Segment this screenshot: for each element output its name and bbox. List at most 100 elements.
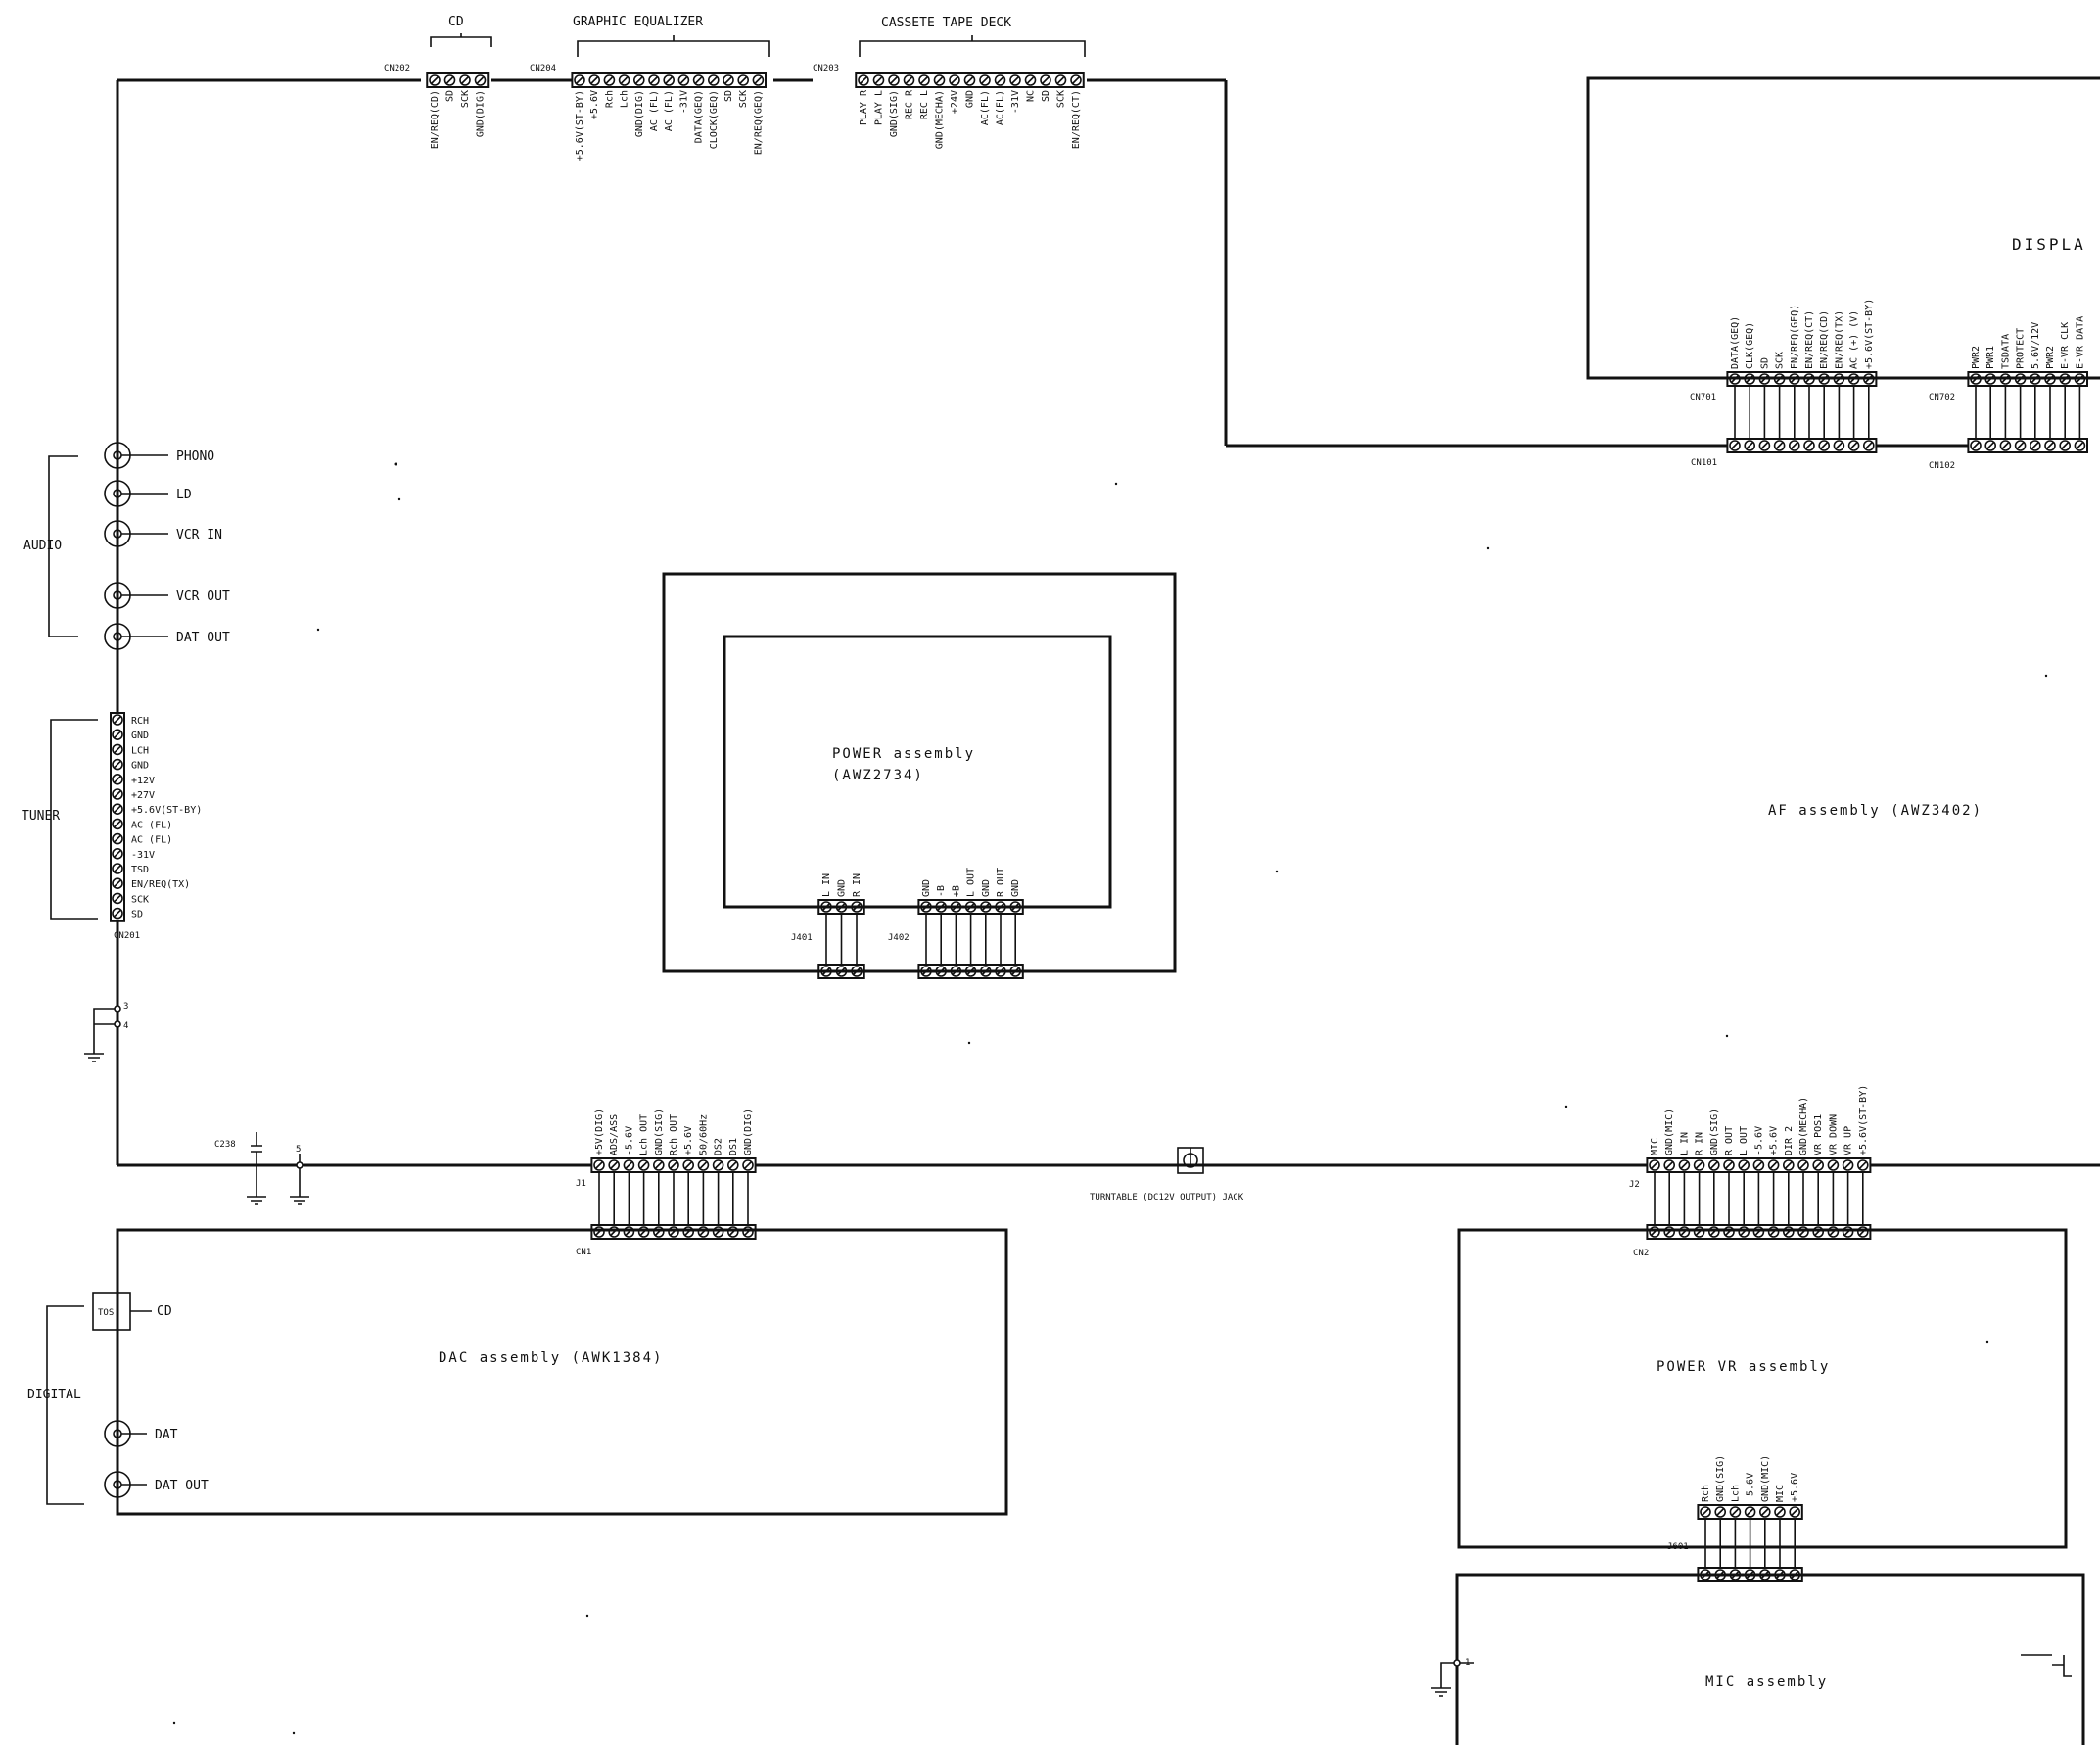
j2-pin-label: GND(MIC) xyxy=(1664,1108,1675,1155)
tos-module: TOS CD xyxy=(92,1292,172,1331)
cn101-label: CN101 xyxy=(1691,458,1717,468)
cn204-pin-label: CLOCK(GEQ) xyxy=(709,90,720,149)
audio-jack-label: VCR OUT xyxy=(176,590,230,604)
mic-assembly-box xyxy=(1455,1573,2085,1745)
cn204-pin-label: +5.6V xyxy=(589,90,600,119)
digital-jack-label: DAT OUT xyxy=(155,1479,209,1493)
cn201-pin-label: -31V xyxy=(131,850,155,861)
j2-pin-label: GND(MECHA) xyxy=(1798,1097,1809,1155)
j402-label: J402 xyxy=(888,933,910,943)
j2-label: J2 xyxy=(1629,1180,1640,1190)
graphic-equalizer-label: GRAPHIC EQUALIZER xyxy=(573,15,703,29)
audio-jack-label: LD xyxy=(176,488,192,502)
display-assembly-label: DISPLA xyxy=(2012,235,2086,254)
power-vr-assembly-label: POWER VR assembly xyxy=(1657,1359,1830,1375)
tos-label: TOS xyxy=(98,1308,114,1318)
cn201-pin-label: +12V xyxy=(131,776,155,786)
cn102-strip xyxy=(1967,438,2089,453)
cn203-pin-label: AC(FL) xyxy=(980,90,991,125)
display-assembly-box xyxy=(1586,76,2100,380)
cn203-pin-label: REC R xyxy=(905,89,915,119)
digital-jack-label: DAT xyxy=(155,1428,178,1442)
j2-pin-label: DIR 2 xyxy=(1784,1126,1795,1155)
digital-jacks: DAT DAT OUT xyxy=(104,1420,209,1498)
cn201-pin-label: +27V xyxy=(131,790,155,801)
connector-leads xyxy=(825,914,858,965)
digital-bracket xyxy=(46,1305,84,1505)
connector-leads xyxy=(1975,386,2081,439)
cn203-pin-label: EN/REQ(CT) xyxy=(1071,90,1082,149)
cn1-strip xyxy=(590,1224,757,1240)
j2-pin-label: VR POS1 xyxy=(1813,1114,1824,1155)
j601-pin-label: +5.6V xyxy=(1790,1473,1800,1502)
cn2-label: CN2 xyxy=(1633,1249,1649,1258)
j601-label: J601 xyxy=(1667,1542,1689,1552)
j2-pin-label: L IN xyxy=(1679,1132,1690,1155)
cn201-pin-label: EN/REQ(TX) xyxy=(131,879,190,890)
cn201-pin-label: AC (FL) xyxy=(131,835,172,846)
cn701-pin-label: AC (+) (V) xyxy=(1849,310,1860,369)
audio-jack-label: DAT OUT xyxy=(176,631,230,645)
cn204-pin-label: DATA(GEQ) xyxy=(694,90,705,143)
cn1-label: CN1 xyxy=(576,1248,591,1257)
j1-pin-label: DS2 xyxy=(714,1138,724,1155)
cn202-pin-label: GND(DIG) xyxy=(476,90,487,137)
power-assembly-label: POWER assembly xyxy=(832,746,975,762)
cn702-pin-label: PWR1 xyxy=(1985,346,1996,369)
j1-pin-label: ADS/ASS xyxy=(609,1114,620,1155)
c238-capacitor: C238 5 xyxy=(214,1132,309,1205)
cn203-label: CN203 xyxy=(813,64,839,73)
cn204-pin-label: -31V xyxy=(678,90,689,114)
j601-pin-label: MIC xyxy=(1775,1485,1786,1502)
cn702-pin-label: 5.6V/12V xyxy=(2030,322,2041,369)
cn203-pin-label: PLAY R xyxy=(859,89,869,125)
dac-assembly-box xyxy=(116,1228,1008,1516)
j1-pin-label: +5.6V xyxy=(683,1126,694,1155)
power-part-number: (AWZ2734) xyxy=(832,768,924,783)
turntable-jack-label: TURNTABLE (DC12V OUTPUT) JACK xyxy=(1090,1193,1244,1203)
cn204-pin-label: Rch xyxy=(604,90,615,108)
cn201-pin-label: AC (FL) xyxy=(131,820,172,830)
cn701-pin-label: DATA(GEQ) xyxy=(1730,316,1741,369)
digital-cd-label: CD xyxy=(157,1304,172,1319)
power-outer-box xyxy=(662,572,1177,973)
j2-pin-label: R IN xyxy=(1695,1132,1705,1155)
j601-pin-label: Rch xyxy=(1701,1485,1711,1502)
connector-leads xyxy=(1734,386,1870,439)
cn201-pin-label: RCH xyxy=(131,716,149,727)
pin1-label: 1 xyxy=(1465,1658,1470,1668)
cn102-label: CN102 xyxy=(1929,461,1955,471)
cn202-pin-label: EN/REQ(CD) xyxy=(430,90,441,149)
cn702-pin-label: TSDATA xyxy=(2000,334,2011,369)
connector-leads xyxy=(1654,1172,1864,1225)
main-wires xyxy=(116,78,2100,1167)
cn204-pin-label: GND(DIG) xyxy=(634,90,645,137)
j2-pin-label: +5.6V(ST-BY) xyxy=(1858,1085,1869,1155)
audio-jack-label: PHONO xyxy=(176,449,214,464)
cn204-pin-label: AC (FL) xyxy=(649,90,660,131)
cn701-pin-label: EN/REQ(GEQ) xyxy=(1790,305,1800,369)
j2-pin-label: VR DOWN xyxy=(1828,1114,1839,1155)
j401-pin-label: L IN xyxy=(821,873,832,897)
scan-specks xyxy=(172,462,2048,1735)
power-vr-assembly-box xyxy=(1457,1228,2068,1549)
j401-pin-label: GND xyxy=(837,879,848,897)
dac-assembly-label: DAC assembly (AWK1384) xyxy=(439,1350,663,1366)
cn203-pin-label: GND(SIG) xyxy=(889,90,900,137)
cn204-pin-label: AC (FL) xyxy=(664,90,675,131)
mic-ground-symbol: 1 xyxy=(1431,1658,1474,1697)
cassette-deck-label: CASSETE TAPE DECK xyxy=(881,16,1011,30)
j402-pin-label: L OUT xyxy=(966,868,977,897)
j1-pin-label: Rch OUT xyxy=(669,1114,679,1155)
cn701-pin-label: SCK xyxy=(1775,352,1786,369)
j2-pin-label: +5.6V xyxy=(1769,1126,1780,1155)
cn201-pin-label: SCK xyxy=(131,894,149,905)
cn202-label: CN202 xyxy=(384,64,410,73)
